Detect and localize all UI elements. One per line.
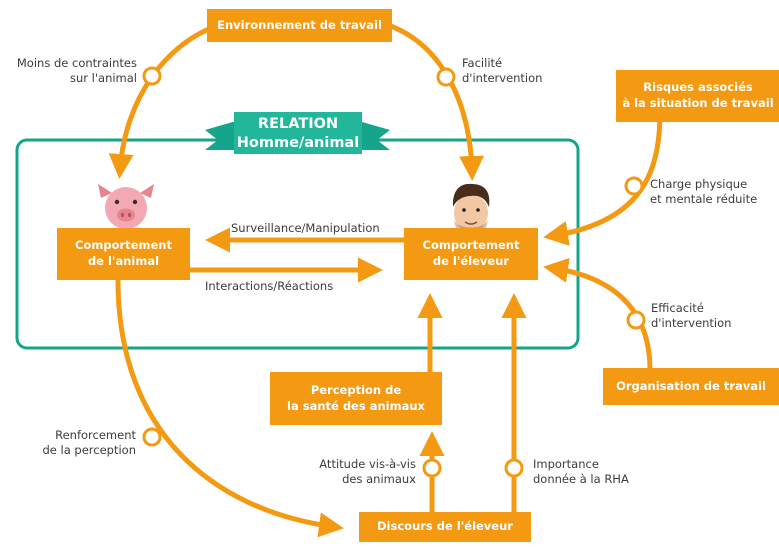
label-renforcement: Renforcement de la perception: [42, 428, 136, 457]
box-discours-label: Discours de l'éleveur: [377, 519, 513, 534]
box-environnement-label: Environnement de travail: [217, 17, 382, 32]
relation-banner: [205, 112, 390, 154]
label-facilite: Facilité d'intervention: [462, 56, 543, 85]
node-attitude: [422, 458, 442, 478]
box-perception-label: Perception de la santé des animaux: [287, 382, 425, 413]
label-surveillance: Surveillance/Manipulation: [231, 221, 380, 235]
box-organisation: Organisation de travail: [603, 368, 779, 405]
banner-line-2: Homme/animal: [236, 134, 360, 151]
relation-banner-label: RELATION Homme/animal: [234, 115, 362, 153]
label-attitude: Attitude vis-à-vis des animaux: [319, 457, 416, 486]
node-moins-contraintes: [142, 66, 162, 86]
node-renforcement: [142, 427, 162, 447]
box-comportement-eleveur-label: Comportement de l'éleveur: [422, 238, 520, 268]
arrow-risques-to-farmer: [543, 109, 663, 246]
label-interactions: Interactions/Réactions: [205, 279, 334, 293]
pig-icon: [98, 184, 154, 229]
box-environnement: Environnement de travail: [207, 9, 392, 42]
box-organisation-label: Organisation de travail: [616, 378, 766, 393]
label-charge: Charge physique et mentale réduite: [650, 177, 758, 206]
arrow-env-to-animal: [108, 21, 225, 179]
banner-line-1: RELATION: [257, 116, 339, 132]
label-moins-contraintes: Moins de contraintes sur l'animal: [16, 56, 137, 85]
arrow-env-to-farmer: [382, 21, 485, 181]
box-risques-label: Risques associés à la situation de trava…: [622, 80, 774, 110]
box-discours: Discours de l'éleveur: [359, 512, 531, 542]
node-importance: [504, 458, 524, 478]
label-importance: Importance donnée à la RHA: [533, 457, 629, 486]
node-efficacite: [626, 310, 646, 330]
box-comportement-eleveur: Comportement de l'éleveur: [404, 228, 538, 280]
arrow-animal-to-discours: [115, 277, 344, 538]
label-efficacite: Efficacité d'intervention: [651, 301, 732, 330]
box-risques: Risques associés à la situation de trava…: [616, 70, 779, 122]
box-comportement-animal: Comportement de l'animal: [57, 228, 190, 280]
box-perception: Perception de la santé des animaux: [270, 372, 442, 425]
arrow-organisation-to-farmer: [543, 257, 653, 373]
box-comportement-animal-label: Comportement de l'animal: [75, 238, 172, 268]
node-charge: [624, 176, 644, 196]
node-facilite: [436, 67, 456, 87]
